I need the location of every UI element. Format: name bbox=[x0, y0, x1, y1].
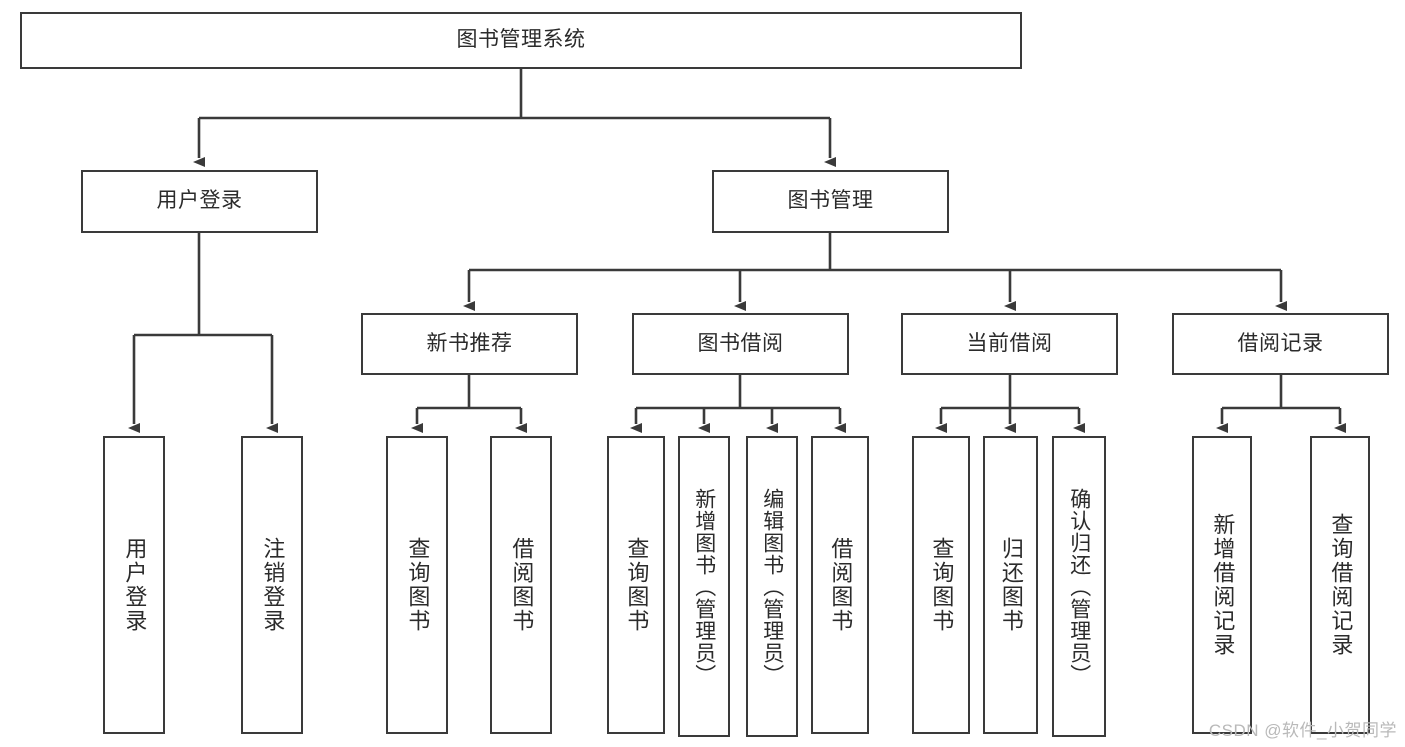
node-user-login-label: 用户登录 bbox=[156, 189, 243, 213]
node-leaf-add-book[interactable]: 新增图书（管理员） bbox=[678, 436, 730, 737]
csdn-watermark: CSDN @软件_小贺同学 bbox=[1208, 721, 1397, 740]
node-current-borrow-label: 当前借阅 bbox=[966, 331, 1053, 355]
node-leaf-confirm-return-label: 确认归还（管理员） bbox=[1067, 487, 1091, 686]
node-user-login[interactable]: 用户登录 bbox=[81, 170, 318, 233]
node-leaf-query-book-2-label: 查询图书 bbox=[624, 537, 650, 633]
node-leaf-return-book-label: 归还图书 bbox=[998, 537, 1024, 633]
node-leaf-query-book-1-label: 查询图书 bbox=[405, 537, 431, 633]
node-borrow-record[interactable]: 借阅记录 bbox=[1172, 313, 1389, 375]
node-leaf-add-book-label: 新增图书（管理员） bbox=[692, 487, 716, 686]
node-leaf-user-login[interactable]: 用户登录 bbox=[103, 436, 165, 734]
node-borrow-record-label: 借阅记录 bbox=[1237, 331, 1324, 355]
node-leaf-edit-book[interactable]: 编辑图书（管理员） bbox=[746, 436, 798, 737]
node-root-label: 图书管理系统 bbox=[456, 28, 586, 52]
node-leaf-logout-login[interactable]: 注销登录 bbox=[241, 436, 303, 734]
node-leaf-borrow-book-1-label: 借阅图书 bbox=[509, 537, 535, 633]
node-leaf-query-borrow-record-label: 查询借阅记录 bbox=[1328, 513, 1354, 657]
node-leaf-query-book-3-label: 查询图书 bbox=[929, 537, 955, 633]
node-leaf-add-borrow-record-label: 新增借阅记录 bbox=[1210, 513, 1236, 657]
node-leaf-query-book-1[interactable]: 查询图书 bbox=[386, 436, 448, 734]
node-leaf-return-book[interactable]: 归还图书 bbox=[983, 436, 1038, 734]
node-leaf-borrow-book-2[interactable]: 借阅图书 bbox=[811, 436, 869, 734]
node-current-borrow[interactable]: 当前借阅 bbox=[901, 313, 1118, 375]
node-book-manage[interactable]: 图书管理 bbox=[712, 170, 949, 233]
node-book-borrow[interactable]: 图书借阅 bbox=[632, 313, 849, 375]
node-leaf-query-borrow-record[interactable]: 查询借阅记录 bbox=[1310, 436, 1370, 734]
node-leaf-edit-book-label: 编辑图书（管理员） bbox=[760, 487, 784, 686]
node-leaf-logout-login-label: 注销登录 bbox=[260, 537, 286, 633]
node-new-book-recommend-label: 新书推荐 bbox=[426, 331, 513, 355]
node-leaf-borrow-book-1[interactable]: 借阅图书 bbox=[490, 436, 552, 734]
node-leaf-query-book-3[interactable]: 查询图书 bbox=[912, 436, 970, 734]
node-leaf-query-book-2[interactable]: 查询图书 bbox=[607, 436, 665, 734]
node-leaf-add-borrow-record[interactable]: 新增借阅记录 bbox=[1192, 436, 1252, 734]
node-new-book-recommend[interactable]: 新书推荐 bbox=[361, 313, 578, 375]
node-leaf-borrow-book-2-label: 借阅图书 bbox=[828, 537, 854, 633]
node-book-borrow-label: 图书借阅 bbox=[697, 331, 784, 355]
node-root[interactable]: 图书管理系统 bbox=[20, 12, 1022, 69]
node-leaf-confirm-return[interactable]: 确认归还（管理员） bbox=[1052, 436, 1106, 737]
node-leaf-user-login-label: 用户登录 bbox=[122, 537, 148, 633]
node-book-manage-label: 图书管理 bbox=[787, 189, 874, 213]
